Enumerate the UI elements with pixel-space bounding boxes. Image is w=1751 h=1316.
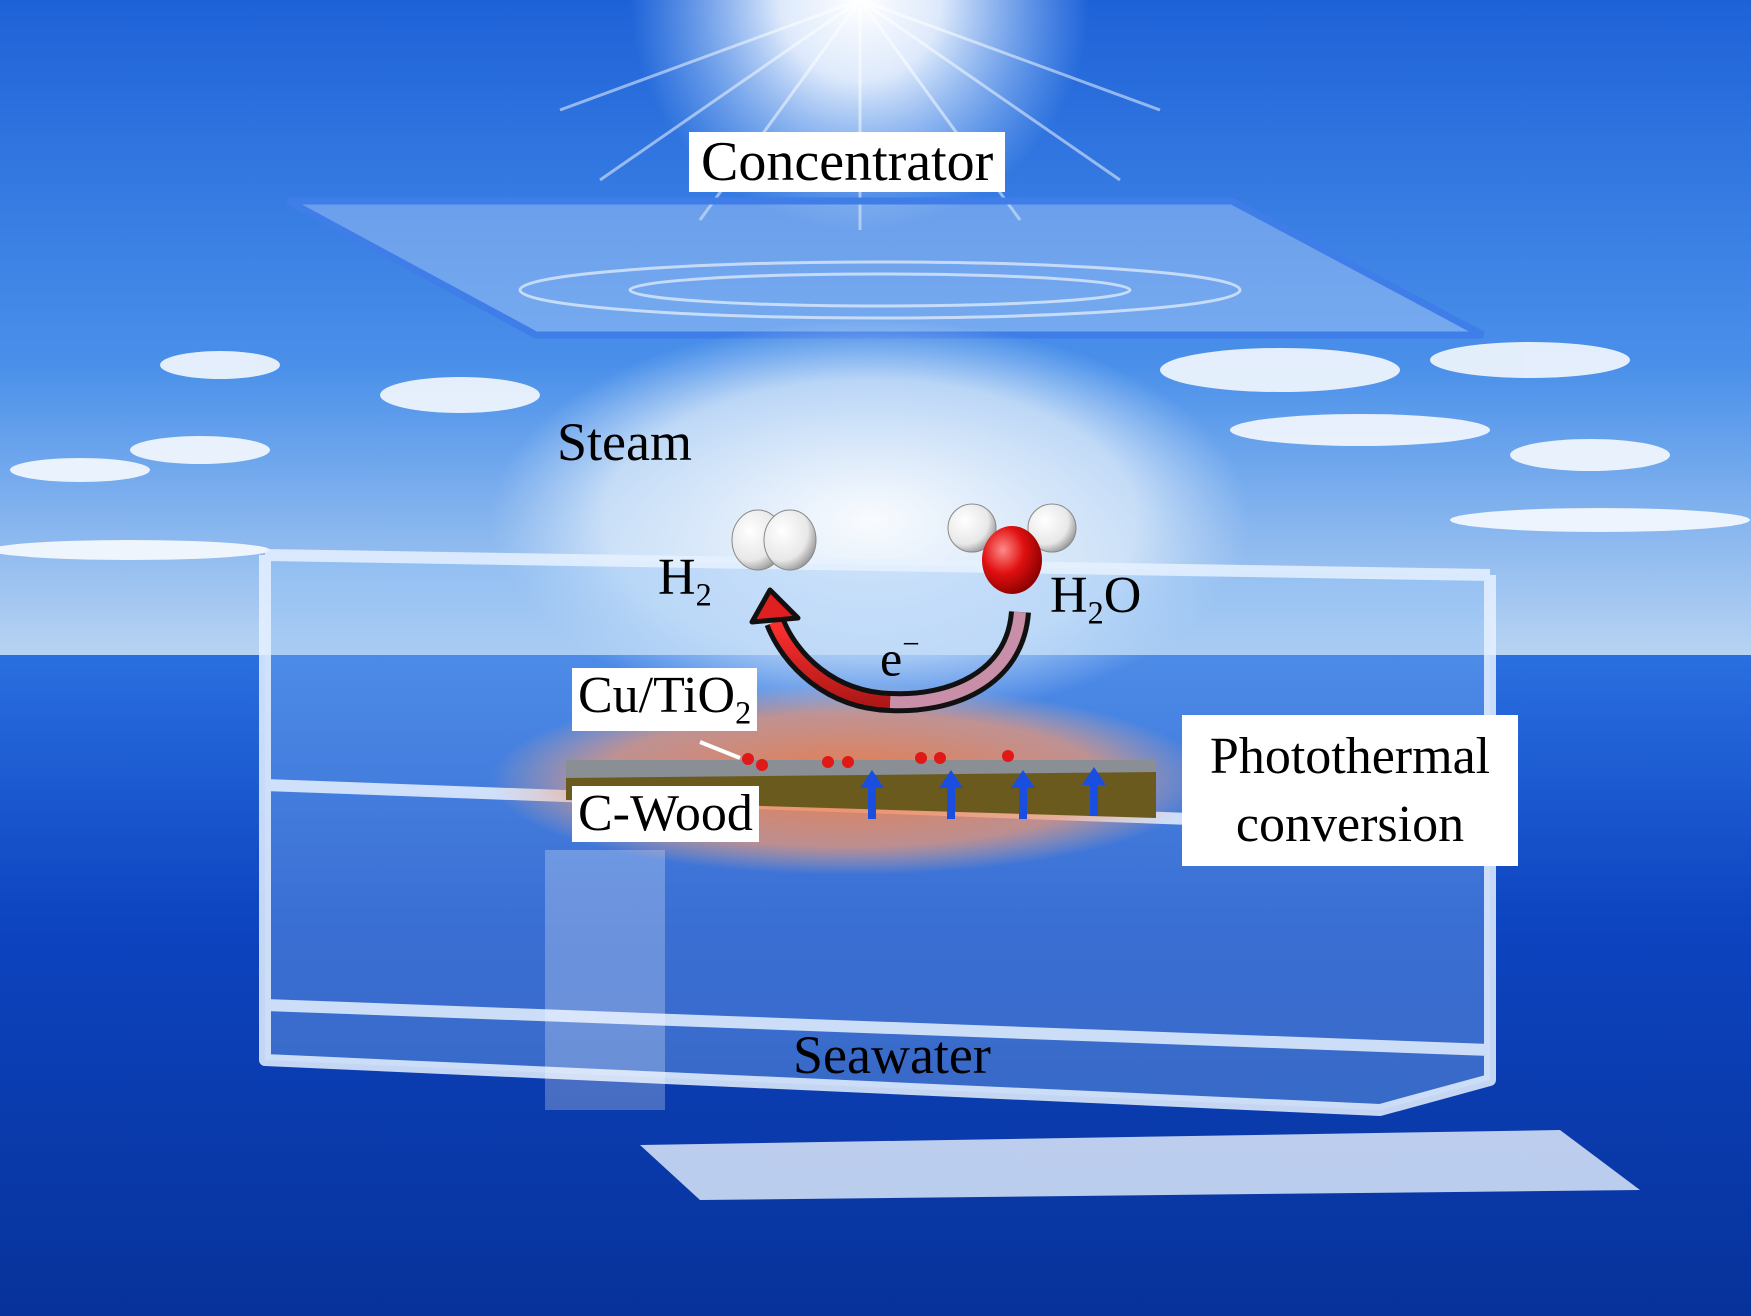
- h2-molecule: [731, 509, 817, 571]
- clouds: [0, 342, 1750, 560]
- h2-subscript: 2: [695, 576, 712, 613]
- concentrator-plate: [286, 197, 1485, 339]
- seawater-label: Seawater: [793, 1025, 991, 1085]
- c-wood-label: C-Wood: [572, 786, 759, 842]
- steam-cloud: [490, 320, 1250, 720]
- cu-tio2-label: Cu/TiO2: [572, 667, 758, 731]
- electron-transfer-arrow: [749, 587, 1031, 714]
- h2o-label: H2O: [1050, 570, 1141, 629]
- photothermal-line1: Photothermal: [1209, 728, 1491, 785]
- h2o-molecule: [947, 503, 1077, 594]
- h2o-subscript: 2: [1087, 594, 1104, 631]
- steam-label: Steam: [557, 412, 692, 472]
- electron-symbol: e: [880, 630, 903, 687]
- photothermal-conversion-label: Photothermal conversion: [1182, 715, 1518, 867]
- photothermal-line2: conversion: [1235, 795, 1465, 853]
- electron-charge: −: [902, 626, 920, 661]
- h2o-h: H: [1050, 567, 1088, 624]
- concentrator-label: Concentrator: [689, 132, 1006, 192]
- cu-tio2-particles: [742, 750, 1014, 771]
- h2-label: H2: [658, 552, 712, 611]
- cu-tio2-subscript: 2: [735, 694, 752, 731]
- h2-symbol: H: [658, 549, 696, 606]
- electron-label: e−: [880, 628, 920, 684]
- cu-tio2-text: Cu/TiO: [578, 667, 736, 724]
- h2o-o: O: [1103, 567, 1142, 624]
- water-transport-arrows: [860, 767, 1106, 819]
